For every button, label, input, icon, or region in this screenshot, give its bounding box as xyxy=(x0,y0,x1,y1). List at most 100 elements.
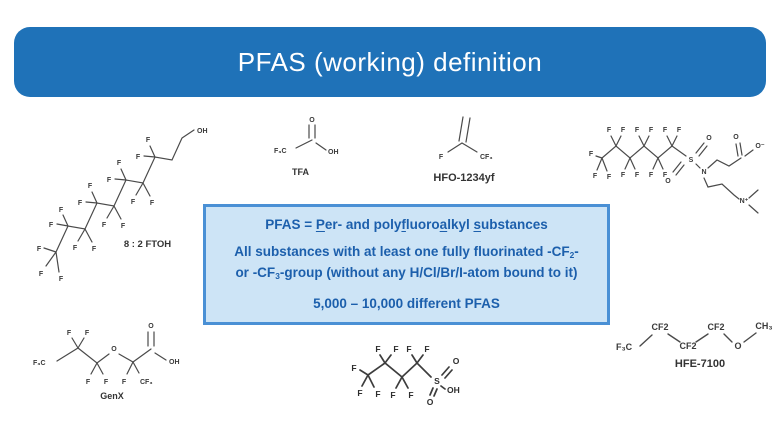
double-bond-lines xyxy=(308,124,316,139)
definition-line-2-3: All substances with at least one fully f… xyxy=(210,243,603,285)
atom-label: O xyxy=(427,397,434,407)
atom-label: N⁺ xyxy=(740,198,749,205)
atom-label: F xyxy=(677,127,682,134)
atom-label: F xyxy=(663,172,668,179)
atom-label: F xyxy=(589,151,594,158)
def-text: ubstances xyxy=(480,217,548,232)
def-text: PFAS = xyxy=(265,217,316,232)
page-title: PFAS (working) definition xyxy=(237,46,543,77)
molecule-label-genx: GenX xyxy=(100,391,124,401)
atom-label: F xyxy=(393,344,398,354)
fluorine-bond-lines xyxy=(71,337,140,375)
atom-label: F xyxy=(635,172,640,179)
atom-label: O xyxy=(733,134,739,141)
atom-label: F xyxy=(635,127,640,134)
atom-label: F xyxy=(663,127,668,134)
atom-label: O xyxy=(111,346,117,353)
atom-label: F xyxy=(621,127,626,134)
atom-label: F xyxy=(78,200,83,207)
atom-label: F xyxy=(607,127,612,134)
atom-label: F xyxy=(59,207,64,214)
def-text-subscript: 2 xyxy=(569,250,575,260)
title-banner: PFAS (working) definition xyxy=(14,27,766,97)
structure-hfe-7100: F₃C CF2 CF2 CF2 O CH₃ xyxy=(616,321,773,352)
atom-label: F xyxy=(85,330,90,337)
double-bond-lines xyxy=(147,331,155,347)
bond-lines xyxy=(55,129,195,253)
atom-label: F xyxy=(621,172,626,179)
atom-label: CF₃ xyxy=(140,379,153,386)
atom-label: F xyxy=(49,222,54,229)
atom-label: O xyxy=(734,341,741,351)
atom-label: F xyxy=(146,137,151,144)
atom-label: F xyxy=(39,271,44,278)
structure-tfa: F₃C O OH xyxy=(274,117,339,156)
atom-label: F xyxy=(107,177,112,184)
def-text-underlined: f xyxy=(401,217,406,232)
def-text: All substances with at least one fully f… xyxy=(234,244,570,260)
definition-box: PFAS = Per- and polyfluoroalkyl substanc… xyxy=(203,204,610,325)
atom-label: CH₃ xyxy=(755,321,772,331)
bond-lines xyxy=(601,145,759,214)
atom-label: O xyxy=(706,135,712,142)
atom-label: F xyxy=(73,245,78,252)
atom-label: F xyxy=(88,183,93,190)
atom-label: CF2 xyxy=(707,322,724,332)
atom-label: F xyxy=(408,390,413,400)
atom-label: F xyxy=(37,246,42,253)
atom-label: F xyxy=(357,388,362,398)
definition-line-2: All substances with at least one fully f… xyxy=(210,243,603,264)
atom-label: F xyxy=(424,344,429,354)
atom-label: F xyxy=(406,344,411,354)
bond-lines xyxy=(295,139,327,151)
structure-hfo-1234yf: F CF₃ xyxy=(439,116,493,161)
atom-label: N xyxy=(701,169,706,176)
atom-label: F xyxy=(92,246,97,253)
definition-line-4: 5,000 – 10,000 different PFAS xyxy=(313,296,500,311)
atom-label: F₃C xyxy=(616,342,633,352)
atom-label: S xyxy=(689,157,694,164)
atom-label: F xyxy=(136,154,141,161)
atom-label: F xyxy=(59,276,64,283)
molecule-label-hfe: HFE-7100 xyxy=(674,358,726,370)
atom-label: CF₃ xyxy=(480,154,493,161)
fluorine-bond-lines xyxy=(595,135,678,172)
definition-line-3: or -CF3-group (without any H/Cl/Br/I-ato… xyxy=(210,264,603,285)
atom-label: O⁻ xyxy=(755,143,764,150)
structure-genx: F₃C F F F F O F CF₃ O OH xyxy=(33,323,180,386)
atom-label: F xyxy=(104,379,109,386)
def-text: er- and poly xyxy=(324,217,402,232)
def-text: - xyxy=(574,244,579,260)
def-text: or -CF xyxy=(235,265,276,280)
def-text-underlined: P xyxy=(315,217,325,232)
molecule-label-tfa: TFA xyxy=(292,167,309,177)
atom-label: F xyxy=(150,200,155,207)
bond-lines xyxy=(639,332,757,347)
atom-label: CF2 xyxy=(651,322,668,332)
atom-label: F xyxy=(122,379,127,386)
def-text: luoro xyxy=(405,217,440,232)
atom-label: S xyxy=(434,376,440,386)
def-text-underlined: a xyxy=(439,217,448,232)
def-text-subscript: 3 xyxy=(275,270,280,281)
atom-label: O xyxy=(453,356,460,366)
atom-label: F xyxy=(593,173,598,180)
structure-8-2-ftoh: OH F F F F F F F F F F F F F F F F F xyxy=(37,128,208,283)
atom-label: F xyxy=(649,127,654,134)
atom-label: O xyxy=(665,178,671,185)
double-bond-lines xyxy=(458,116,471,143)
definition-line-1: PFAS = Per- and polyfluoroalkyl substanc… xyxy=(210,216,603,233)
atom-label: F₃C xyxy=(33,360,46,367)
atom-label: OH xyxy=(447,385,460,395)
atom-label: F xyxy=(67,330,72,337)
fluorine-bond-lines xyxy=(359,354,424,389)
atom-label: F xyxy=(390,390,395,400)
atom-label: F xyxy=(649,172,654,179)
atom-label: F xyxy=(131,199,136,206)
atom-label: F xyxy=(375,344,380,354)
fluorine-bond-lines xyxy=(43,145,156,273)
double-bond-lines xyxy=(429,366,453,397)
atom-label: F xyxy=(375,389,380,399)
bond-lines xyxy=(447,142,478,153)
